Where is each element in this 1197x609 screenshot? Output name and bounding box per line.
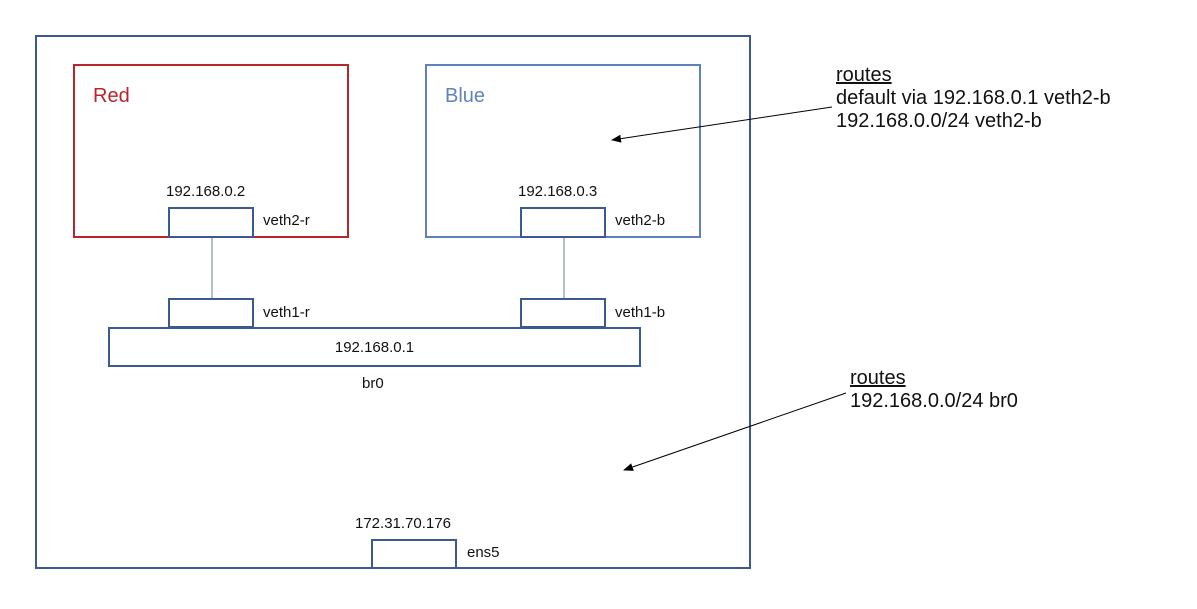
ens5-interface: [371, 539, 457, 569]
host-routes-heading: routes: [850, 367, 906, 389]
veth2-r-interface: [168, 207, 254, 238]
bridge-ip-label: 192.168.0.1: [334, 338, 415, 356]
bridge-box: 192.168.0.1: [108, 327, 641, 367]
veth1-b-label: veth1-b: [615, 304, 666, 321]
blue-route-line: 192.168.0.0/24 veth2-b: [836, 110, 1042, 132]
blue-routes-heading: routes: [836, 64, 892, 86]
blue-routes-arrow: [611, 106, 833, 143]
host-routes-arrow: [623, 392, 847, 471]
bridge-name-label: br0: [362, 375, 384, 392]
red-ip-label: 192.168.0.2: [166, 183, 246, 200]
host-ip-label: 172.31.70.176: [355, 515, 451, 532]
veth2-r-label: veth2-r: [263, 212, 310, 229]
veth1-r-interface: [168, 298, 254, 328]
host-route-line: 192.168.0.0/24 br0: [850, 390, 1018, 412]
blue-routes-annotation: routes default via 192.168.0.1 veth2-b 1…: [836, 64, 1111, 133]
veth1-b-interface: [520, 298, 606, 328]
host-routes-annotation: routes 192.168.0.0/24 br0: [850, 367, 1018, 413]
veth2-b-interface: [520, 207, 606, 238]
veth2-b-label: veth2-b: [615, 212, 666, 229]
red-namespace-label: Red: [93, 85, 130, 107]
blue-route-line: default via 192.168.0.1 veth2-b: [836, 87, 1111, 109]
blue-ip-label: 192.168.0.3: [518, 183, 598, 200]
blue-namespace-label: Blue: [445, 85, 486, 107]
ens5-label: ens5: [467, 544, 500, 561]
veth1-r-label: veth1-r: [263, 304, 310, 321]
